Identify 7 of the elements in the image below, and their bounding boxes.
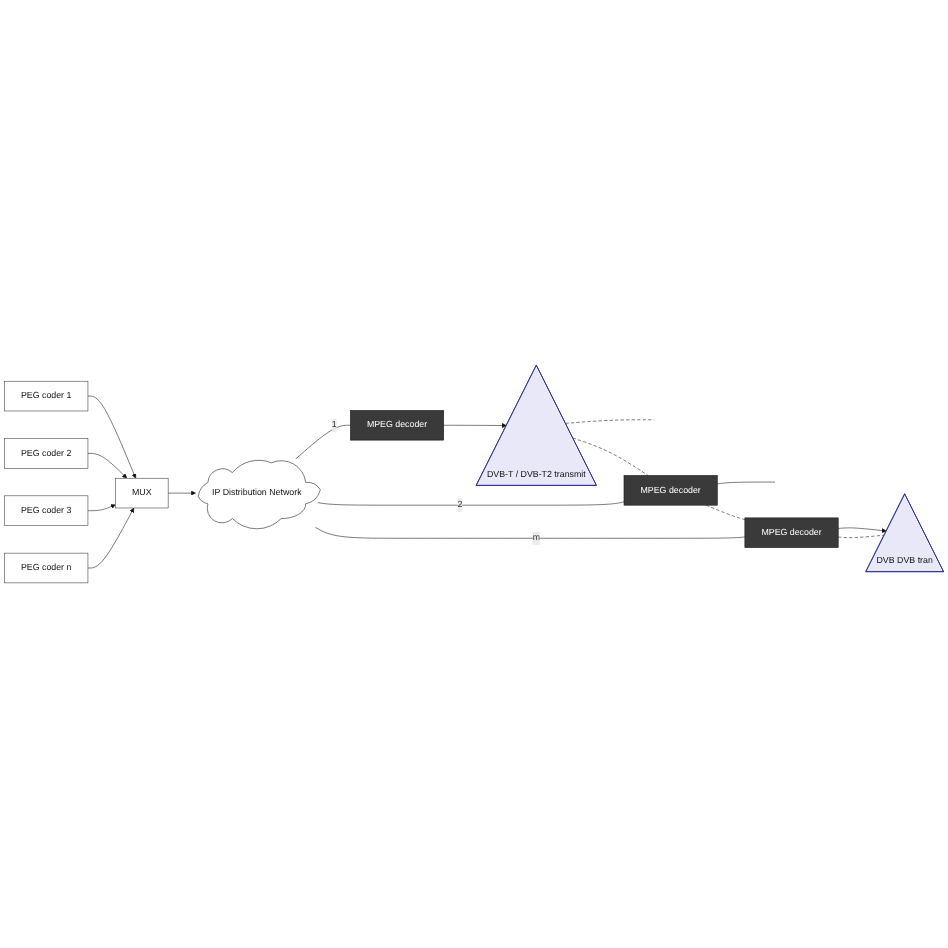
connector bbox=[295, 425, 351, 460]
connector bbox=[837, 534, 885, 538]
connector bbox=[315, 527, 746, 539]
connector bbox=[317, 501, 625, 506]
connector bbox=[717, 481, 776, 485]
connector bbox=[705, 504, 746, 520]
connector bbox=[572, 437, 649, 476]
